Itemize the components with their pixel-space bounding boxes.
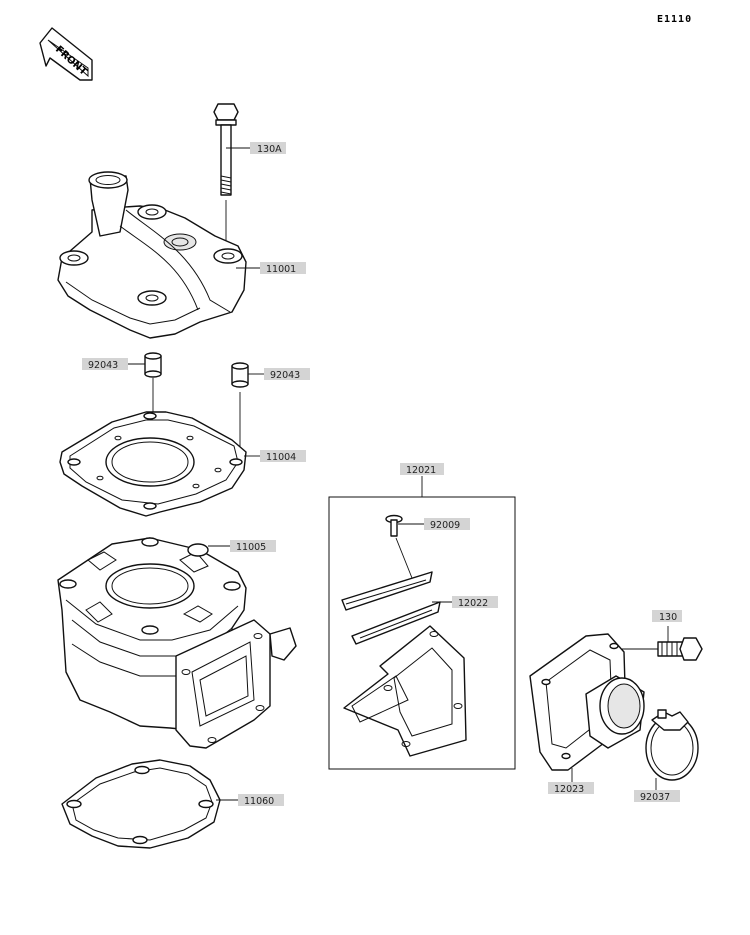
label-92009: 92009 bbox=[424, 518, 470, 531]
label-92037: 92037 bbox=[634, 790, 680, 803]
bolt-130a[interactable] bbox=[213, 103, 239, 250]
svg-text:130: 130 bbox=[659, 612, 677, 623]
reed-petal-plate[interactable] bbox=[351, 601, 441, 645]
label-12021: 12021 bbox=[400, 463, 444, 476]
svg-text:11005: 11005 bbox=[236, 542, 266, 553]
svg-text:12022: 12022 bbox=[458, 598, 488, 609]
label-130: 130 bbox=[652, 610, 682, 623]
label-130a: 130A bbox=[250, 142, 286, 155]
screw-92009[interactable] bbox=[385, 514, 413, 579]
hose-clamp[interactable] bbox=[645, 709, 699, 781]
label-11001: 11001 bbox=[260, 262, 306, 275]
svg-text:92009: 92009 bbox=[430, 520, 460, 531]
reed-block[interactable] bbox=[343, 625, 467, 757]
svg-text:92043: 92043 bbox=[88, 360, 118, 371]
svg-text:12021: 12021 bbox=[406, 465, 436, 476]
dowel-pin-left[interactable] bbox=[144, 352, 162, 412]
svg-text:11004: 11004 bbox=[266, 452, 296, 463]
svg-text:11001: 11001 bbox=[266, 264, 296, 275]
front-arrow-icon: FRONT bbox=[39, 27, 93, 81]
svg-text:92037: 92037 bbox=[640, 792, 670, 803]
cylinder-head[interactable] bbox=[57, 171, 247, 339]
reed-stopper-plate[interactable] bbox=[341, 571, 433, 611]
svg-text:92043: 92043 bbox=[270, 370, 300, 381]
reed-valve-assembly-frame bbox=[328, 476, 516, 770]
diagram-ref-code: E1110 bbox=[657, 14, 692, 25]
head-gasket[interactable] bbox=[59, 411, 247, 517]
bolt-130[interactable] bbox=[622, 626, 703, 661]
label-11060: 11060 bbox=[238, 794, 284, 807]
svg-text:12023: 12023 bbox=[554, 784, 584, 795]
leader-lines bbox=[128, 147, 657, 801]
intake-manifold[interactable] bbox=[529, 633, 645, 771]
svg-text:130A: 130A bbox=[257, 144, 282, 155]
label-12022: 12022 bbox=[452, 596, 498, 609]
label-11004: 11004 bbox=[260, 450, 306, 463]
cylinder[interactable] bbox=[57, 537, 297, 749]
label-92043-right: 92043 bbox=[264, 368, 310, 381]
label-12023: 12023 bbox=[548, 782, 594, 795]
dowel-pin-right[interactable] bbox=[149, 362, 249, 479]
label-92043-left: 92043 bbox=[82, 358, 128, 371]
label-11005: 11005 bbox=[230, 540, 276, 553]
base-gasket[interactable] bbox=[61, 759, 221, 849]
svg-text:11060: 11060 bbox=[244, 796, 274, 807]
